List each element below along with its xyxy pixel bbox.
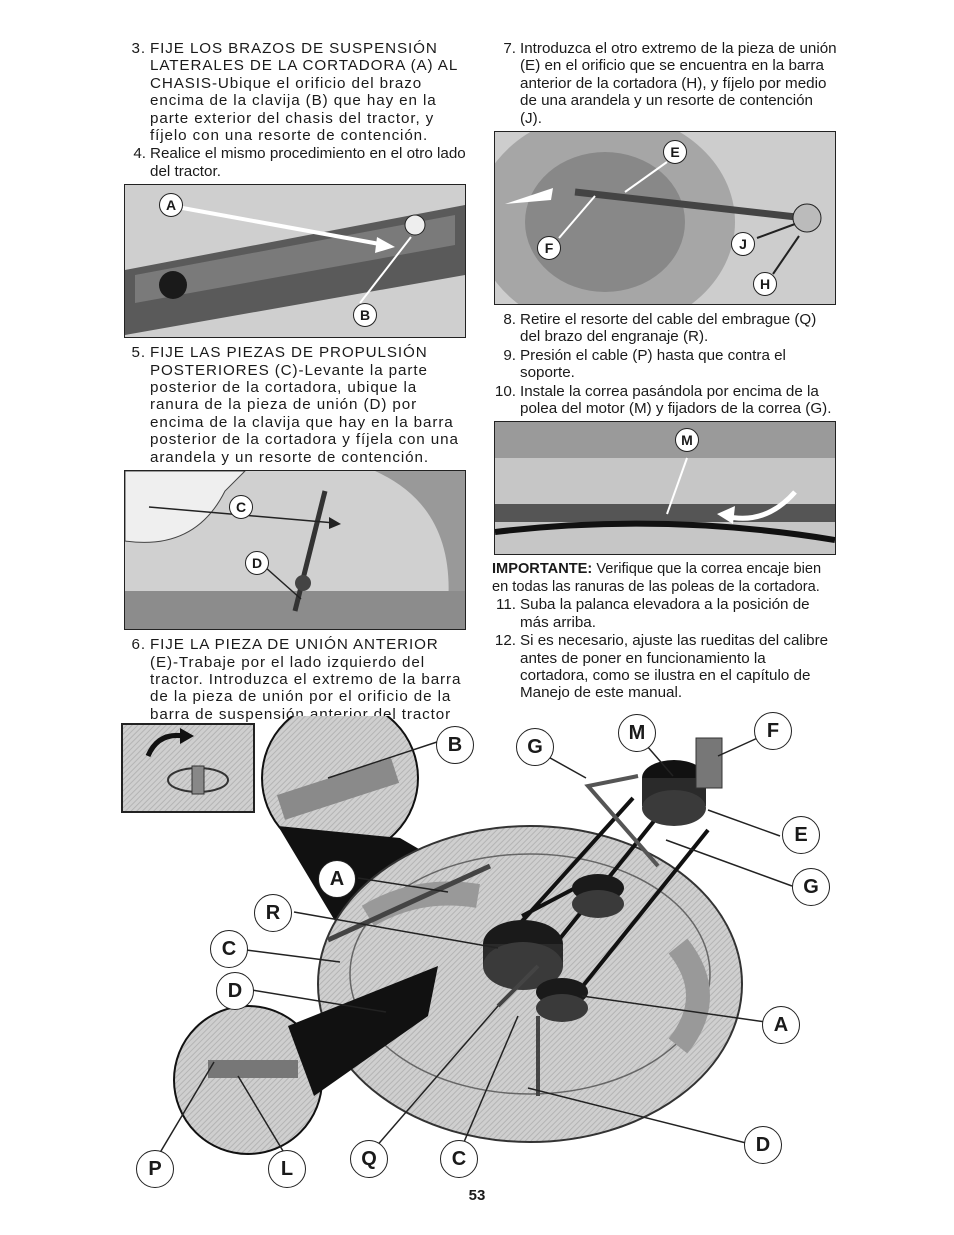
step-text: FIJE LAS PIEZAS DE PROPULSIÓN POSTERIORE…	[150, 344, 459, 466]
photo-rear-links: C D	[124, 470, 466, 631]
step-10: 10. Instale la correa pasándola por enci…	[492, 383, 837, 418]
important-label: IMPORTANTE:	[492, 561, 593, 578]
label-h: H	[753, 272, 777, 297]
right-column: 7. Introduzca el otro extremo de la piez…	[492, 40, 837, 703]
diagram-label-b: B	[436, 726, 474, 764]
step-5: 5. FIJE LAS PIEZAS DE PROPULSIÓN POSTERI…	[122, 344, 467, 466]
step-text: Si es necesario, ajuste las rueditas del…	[520, 632, 829, 702]
step-number: 11.	[496, 596, 516, 614]
photo-belt: M	[494, 421, 836, 556]
step-8: 8. Retire el resorte del cable del embra…	[492, 311, 837, 346]
diagram-label-c-bottom: C	[440, 1140, 478, 1178]
step-6: 6. FIJE LA PIEZA DE UNIÓN ANTERIOR (E)-T…	[122, 636, 467, 740]
diagram-label-p: P	[136, 1150, 174, 1188]
label-j: J	[731, 232, 755, 257]
step-number: 6.	[131, 636, 146, 654]
step-3: 3. FIJE LOS BRAZOS DE SUSPENSIÓN LATERAL…	[122, 40, 467, 144]
important-text: Verifique que la correa encaje bien en t…	[492, 561, 822, 595]
label-a: A	[159, 193, 183, 218]
step-number: 5.	[131, 344, 146, 362]
label-b: B	[353, 303, 377, 328]
diagram-label-f: F	[754, 712, 792, 750]
diagram-label-e: E	[782, 816, 820, 854]
step-11: 11. Suba la palanca elevadora a la posic…	[492, 596, 837, 631]
photo-suspension-arm: A B	[124, 184, 466, 339]
step-text: Suba la palanca elevadora a la posición …	[520, 596, 810, 631]
belt-illustration	[495, 422, 835, 555]
diagram-label-g-top: G	[516, 728, 554, 766]
step-text: Instale la correa pasándola por encima d…	[520, 382, 832, 418]
important-note: IMPORTANTE: Verifique que la correa enca…	[492, 561, 837, 596]
step-text: Realice el mismo procedimiento en el otr…	[150, 145, 466, 180]
step-text: FIJE LA PIEZA DE UNIÓN ANTERIOR (E)-Trab…	[150, 636, 462, 740]
step-number: 4.	[133, 145, 146, 163]
front-link-illustration	[495, 132, 835, 305]
step-number: 8.	[503, 311, 516, 329]
diagram-label-l: L	[268, 1150, 306, 1188]
step-number: 7.	[503, 40, 516, 57]
diagram-label-d-left: D	[216, 972, 254, 1010]
step-4: 4. Realice el mismo procedimiento en el …	[122, 145, 467, 180]
diagram-label-m: M	[618, 714, 656, 752]
diagram-label-q: Q	[350, 1140, 388, 1178]
diagram-label-d-right: D	[744, 1126, 782, 1164]
diagram-label-g-right: G	[792, 868, 830, 906]
step-text: Introduzca el otro extremo de la pieza d…	[520, 40, 837, 127]
step-text: Presión el cable (P) hasta que contra el…	[520, 346, 786, 382]
step-number: 9.	[503, 346, 516, 364]
step-number: 12.	[494, 632, 516, 650]
label-m: M	[675, 428, 699, 453]
step-12: 12. Si es necesario, ajuste las rueditas…	[492, 632, 837, 702]
step-text: Retire el resorte del cable del embrague…	[520, 311, 817, 346]
rear-links-illustration	[125, 471, 465, 630]
page-number: 53	[468, 1187, 486, 1204]
step-number: 10.	[494, 382, 516, 400]
left-column: 3. FIJE LOS BRAZOS DE SUSPENSIÓN LATERAL…	[122, 40, 467, 742]
label-e: E	[663, 140, 687, 165]
step-number: 3.	[131, 40, 146, 57]
mower-deck-diagram: B G M F E G A R C D A D P L Q C	[118, 699, 840, 1188]
label-c: C	[229, 495, 253, 520]
diagram-label-r: R	[254, 894, 292, 932]
photo-front-link: E F J H	[494, 131, 836, 306]
diagram-label-a-left: A	[318, 860, 356, 898]
diagram-label-c-left: C	[210, 930, 248, 968]
step-9: 9. Presión el cable (P) hasta que contra…	[492, 347, 837, 382]
step-text: FIJE LOS BRAZOS DE SUSPENSIÓN LATERALES …	[150, 40, 458, 145]
mower-deck-illustration	[121, 699, 793, 1157]
suspension-arm-illustration	[125, 185, 465, 338]
label-f: F	[537, 236, 561, 261]
step-7: 7. Introduzca el otro extremo de la piez…	[492, 40, 837, 127]
label-d: D	[245, 551, 269, 576]
diagram-label-a-right: A	[762, 1006, 800, 1044]
